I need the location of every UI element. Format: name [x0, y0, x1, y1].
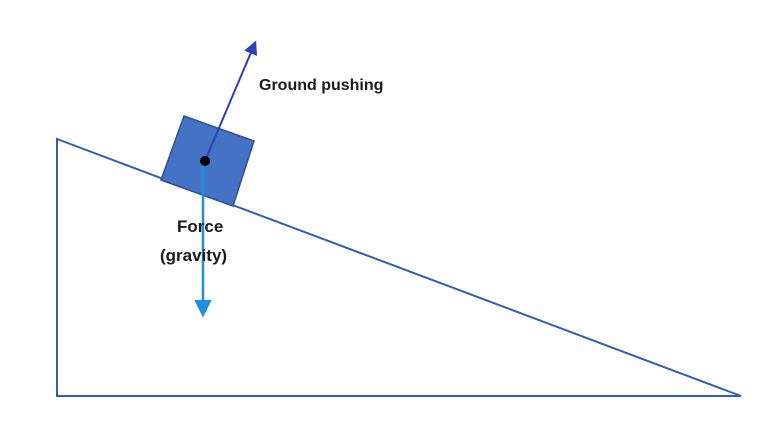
gravity-force-label-line1: Force	[177, 217, 223, 236]
normal-force-label: Ground pushing	[259, 77, 383, 94]
center-of-mass-dot	[200, 156, 210, 166]
gravity-force-label-line2: (gravity)	[160, 246, 227, 265]
normal-force-arrow	[204, 40, 258, 162]
inclined-plane	[56, 137, 742, 397]
